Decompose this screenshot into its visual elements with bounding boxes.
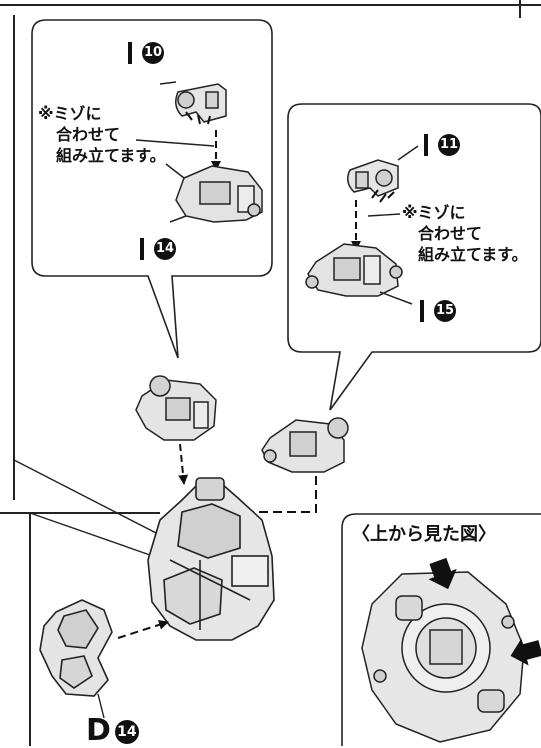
part-number-badge: 14	[154, 238, 176, 260]
part-label-11: 11	[424, 132, 460, 156]
runner-letter: D	[86, 713, 111, 748]
main-body-drawing	[147, 477, 275, 641]
part-number-badge: 15	[434, 300, 456, 322]
part-label-14: 14	[140, 236, 176, 260]
part-bar	[424, 134, 428, 156]
part-number-badge: 14	[114, 719, 139, 744]
groove-marks-11	[371, 189, 395, 203]
part-14-drawing	[165, 163, 263, 223]
groove-marks-10	[185, 111, 211, 125]
top-view-arrows	[428, 557, 541, 666]
part-11-drawing	[347, 145, 419, 197]
note-leader-left	[135, 139, 215, 147]
part-15-drawing	[305, 243, 413, 305]
note-line: 組み立てます。	[56, 146, 166, 165]
note-line: ※ミゾに	[38, 104, 102, 123]
arrow-left-sub-to-body	[178, 443, 189, 485]
part-label-15: 15	[420, 298, 456, 322]
d14-leader	[97, 693, 105, 719]
note-line: ※ミゾに	[402, 203, 466, 222]
note-line: 合わせて	[56, 125, 121, 144]
part-number-badge: 11	[438, 134, 460, 156]
part-label-10: 10	[128, 40, 164, 64]
part-10-drawing	[159, 81, 227, 123]
top-view-title: 〈上から見た図〉	[352, 524, 496, 545]
note-line: 組み立てます。	[418, 245, 528, 264]
part-d14-drawing	[39, 599, 113, 697]
arrow-right-sub-to-body	[245, 476, 317, 553]
part-bar	[420, 300, 424, 322]
part-bar	[128, 42, 132, 64]
part-bar	[140, 238, 144, 260]
note-line: 合わせて	[418, 224, 483, 243]
part-number-badge: 10	[142, 42, 164, 64]
note-leader-right	[367, 213, 401, 217]
assembled-left-sub	[135, 375, 217, 441]
frame-leaders	[13, 459, 161, 556]
note-right: ※ミゾに 合わせて 組み立てます。	[402, 202, 528, 265]
arrow-d14-to-body	[117, 619, 169, 639]
top-view-drawing	[361, 571, 525, 743]
note-left: ※ミゾに 合わせて 組み立てます。	[38, 103, 166, 166]
assembled-right-sub	[261, 417, 349, 473]
